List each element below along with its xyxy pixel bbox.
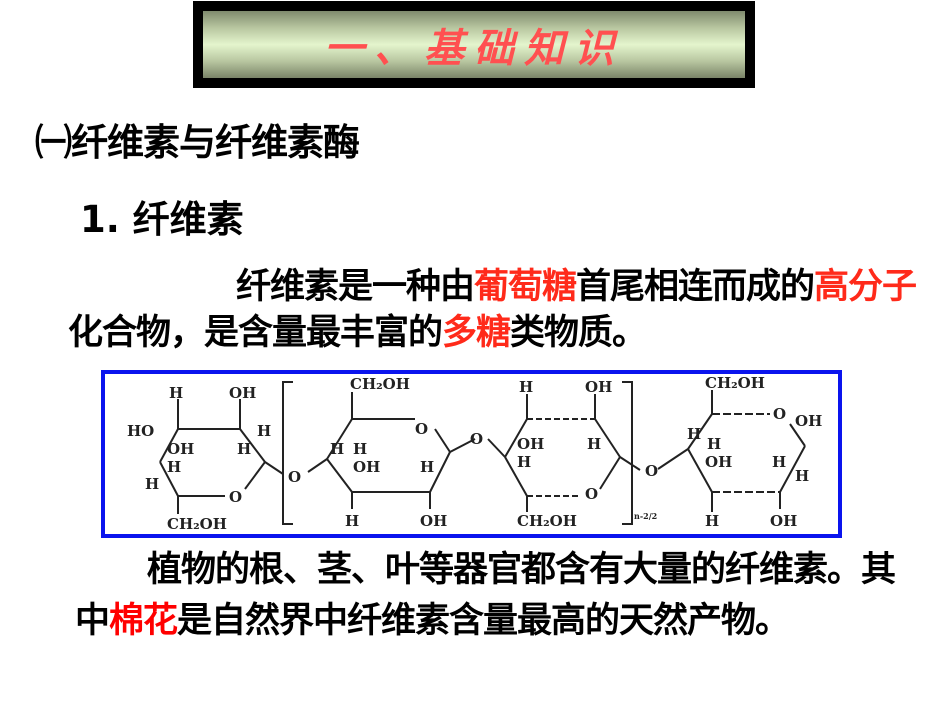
svg-text:OH: OH <box>353 458 380 476</box>
svg-text:H: H <box>330 440 344 458</box>
svg-text:H: H <box>795 467 809 485</box>
svg-text:OH: OH <box>420 512 447 530</box>
svg-text:OH: OH <box>705 453 732 471</box>
svg-text:H: H <box>687 425 701 443</box>
svg-text:H: H <box>517 453 531 471</box>
svg-text:H: H <box>145 475 159 493</box>
svg-text:H: H <box>169 384 183 402</box>
svg-text:H: H <box>772 453 786 471</box>
svg-text:H: H <box>587 435 601 453</box>
svg-text:n-2/2: n-2/2 <box>634 511 657 521</box>
svg-text:OH: OH <box>770 512 797 530</box>
section-title: 一、基础知识 <box>324 24 624 72</box>
keyword-glucose: 葡萄糖 <box>474 267 577 307</box>
svg-text:H: H <box>167 458 181 476</box>
svg-text:H: H <box>237 440 251 458</box>
cellulose-definition-paragraph: 纤维素是一种由葡萄糖首尾相连而成的高分子化合物，是含量最丰富的多糖类物质。 <box>68 264 948 356</box>
svg-text:O: O <box>585 485 598 503</box>
svg-text:CH₂OH: CH₂OH <box>517 512 577 530</box>
text-segment: 是自然界中纤维素含量最高的天然产物。 <box>177 601 790 641</box>
svg-text:CH₂OH: CH₂OH <box>167 515 227 533</box>
svg-text:O: O <box>645 462 658 480</box>
svg-text:H: H <box>353 440 367 458</box>
cellulose-structural-formula: H OH HO OH H H H H O CH₂OH O CH₂OH O H H… <box>127 374 822 533</box>
keyword-polymer: 高分子 <box>814 267 917 307</box>
keyword-polysaccharide: 多糖 <box>442 313 511 353</box>
subtopic-heading: 1. 纤维素 <box>80 198 244 241</box>
svg-text:H: H <box>519 378 533 396</box>
topic-heading: ㈠纤维素与纤维素酶 <box>35 121 360 164</box>
text-segment: 纤维素是一种由 <box>236 267 475 307</box>
cellulose-source-paragraph: 植物的根、茎、叶等器官都含有大量的纤维素。其中棉花是自然界中纤维素含量最高的天然… <box>75 545 925 647</box>
section-title-background: 一、基础知识 <box>203 11 745 78</box>
text-segment: 化合物，是含量最丰富的 <box>68 313 443 353</box>
section-title-banner: 一、基础知识 <box>193 1 755 88</box>
cellulose-structure-figure: H OH HO OH H H H H O CH₂OH O CH₂OH O H H… <box>101 370 842 538</box>
keyword-cotton: 棉花 <box>109 601 178 641</box>
text-segment: 植物的根、茎、叶等器官都含有大量的纤维素。其中 <box>75 550 896 641</box>
svg-text:HO: HO <box>127 422 154 440</box>
svg-text:OH: OH <box>229 384 256 402</box>
svg-text:OH: OH <box>517 435 544 453</box>
svg-text:OH: OH <box>167 440 194 458</box>
text-segment: 首尾相连而成的 <box>576 267 815 307</box>
svg-text:O: O <box>415 420 428 438</box>
svg-text:H: H <box>420 458 434 476</box>
svg-text:OH: OH <box>795 412 822 430</box>
svg-text:O: O <box>470 430 483 448</box>
svg-text:H: H <box>345 512 359 530</box>
svg-text:H: H <box>705 512 719 530</box>
svg-text:CH₂OH: CH₂OH <box>350 375 410 393</box>
svg-text:O: O <box>288 468 301 486</box>
svg-text:O: O <box>773 405 786 423</box>
text-segment: 类物质。 <box>510 313 647 353</box>
svg-text:CH₂OH: CH₂OH <box>705 374 765 392</box>
svg-text:O: O <box>229 488 242 506</box>
svg-text:OH: OH <box>585 378 612 396</box>
svg-text:H: H <box>257 422 271 440</box>
svg-text:H: H <box>707 435 721 453</box>
